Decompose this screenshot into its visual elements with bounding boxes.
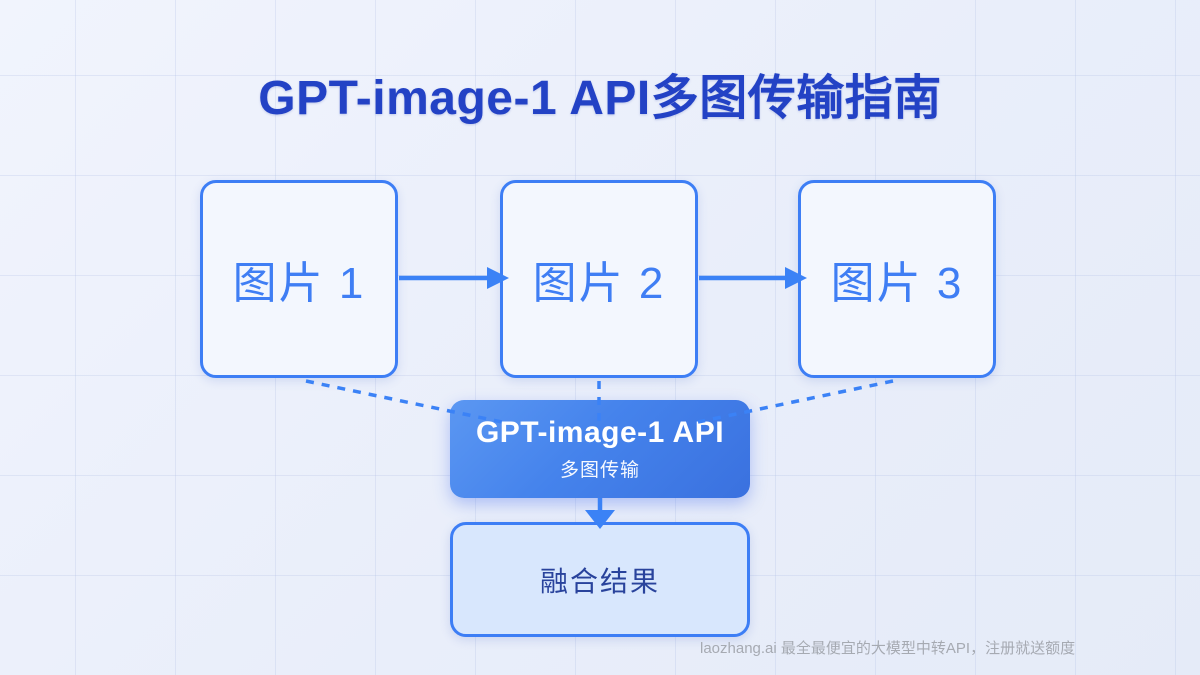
node-result: 融合结果: [450, 522, 750, 637]
arrow-image1-image2: [399, 267, 509, 289]
node-image-3: 图片 3: [798, 180, 996, 378]
arrow-image2-image3: [699, 267, 807, 289]
node-result-label: 融合结果: [539, 565, 660, 597]
watermark: laozhang.ai 最全最便宜的大模型中转API，注册就送额度: [700, 640, 1076, 657]
node-image-1: 图片 1: [200, 180, 398, 378]
node-api: GPT-image-1 API 多图传输: [450, 400, 750, 498]
node-image-3-label: 图片 3: [830, 259, 964, 308]
node-api-subtitle: 多图传输: [559, 460, 640, 481]
node-api-title: GPT-image-1 API: [475, 416, 725, 449]
page-title: GPT-image-1 API多图传输指南: [258, 72, 942, 125]
node-image-1-label: 图片 1: [232, 259, 366, 308]
node-image-2-label: 图片 2: [532, 259, 666, 308]
node-image-2: 图片 2: [500, 180, 698, 378]
